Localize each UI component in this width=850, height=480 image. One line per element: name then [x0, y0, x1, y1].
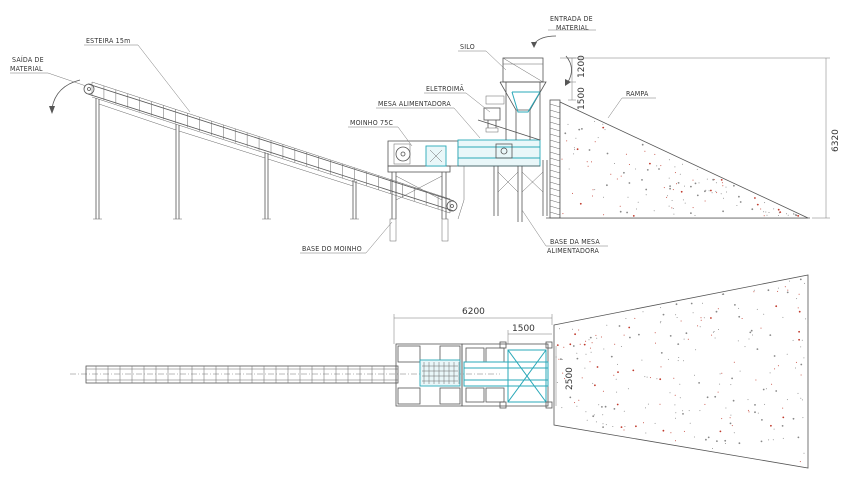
- label-silo: SILO: [460, 43, 475, 51]
- plan-mill: [395, 343, 463, 407]
- label-rampa: RAMPA: [626, 90, 649, 98]
- plan-view: 6200 1500 2500: [70, 274, 809, 469]
- label-base-mesa-1: BASE DA MESA: [550, 238, 600, 246]
- conveyor-belt: [83, 81, 458, 214]
- label-esteira: ESTEIRA 15m: [86, 37, 130, 45]
- dim-1200: 1200: [577, 55, 587, 78]
- feeder-base: [457, 160, 548, 222]
- label-base-moinho: BASE DO MOINHO: [302, 245, 362, 253]
- flow-arrows: [49, 35, 572, 114]
- output-arrow-icon: [51, 79, 81, 109]
- label-eletroima: ELETROIMÃ: [426, 84, 465, 93]
- leaders: [10, 29, 656, 254]
- plan-feeder: [461, 341, 553, 409]
- conveyor-supports: [93, 98, 359, 220]
- mill: [387, 140, 459, 167]
- head-pulley-icon: [83, 83, 95, 95]
- dim-1500-horizontal: 1500: [512, 324, 535, 334]
- feeder-table: [457, 119, 541, 167]
- label-saida-1: SAÍDA DE: [12, 55, 44, 64]
- tail-pulley-icon: [446, 200, 458, 212]
- dim-6200: 6200: [462, 307, 485, 317]
- plan-dimensions: 6200 1500 2500: [393, 307, 575, 406]
- label-entrada-1: ENTRADA DE: [550, 15, 593, 23]
- label-entrada-2: MATERIAL: [556, 24, 589, 32]
- silo: [485, 57, 547, 140]
- label-base-mesa-2: ALIMENTADORA: [547, 247, 599, 255]
- label-moinho: MOINHO 75C: [350, 119, 393, 127]
- dim-6320: 6320: [831, 129, 841, 152]
- dim-2500: 2500: [565, 367, 575, 390]
- ramp: [559, 101, 809, 219]
- side-elevation: 1200 1500 6320: [10, 15, 841, 255]
- plan-conveyor: [70, 365, 500, 384]
- side-dimensions: 1200 1500 6320: [560, 55, 841, 219]
- motor-icon: [395, 146, 411, 162]
- electromagnet: [483, 107, 501, 133]
- mill-base: [387, 165, 451, 242]
- plan-ramp: [553, 274, 809, 469]
- label-mesa: MESA ALIMENTADORA: [378, 100, 451, 108]
- label-saida-2: MATERIAL: [10, 65, 43, 73]
- dim-1500-vertical: 1500: [577, 87, 587, 110]
- input-arrow-icon: [565, 55, 572, 83]
